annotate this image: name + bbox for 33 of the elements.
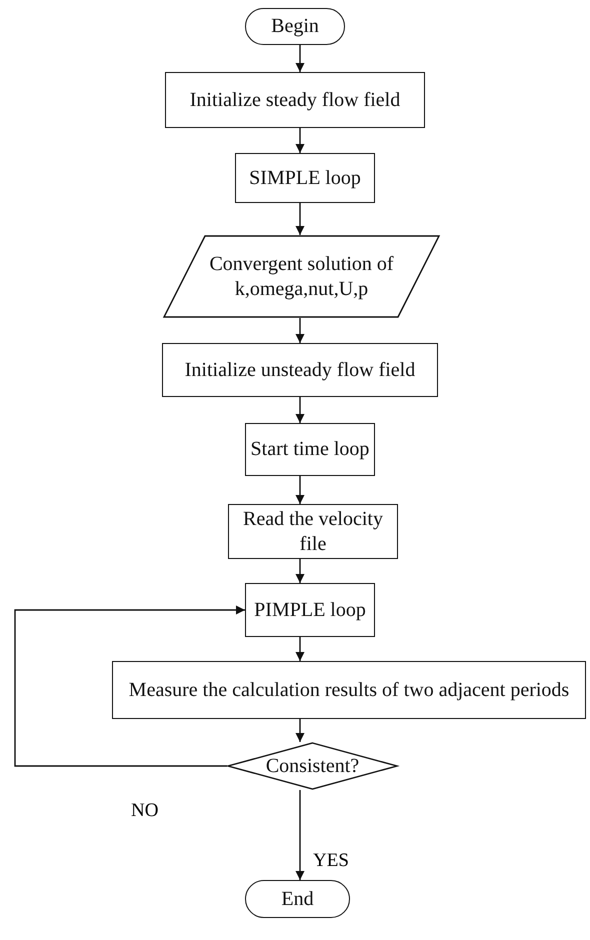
node-label: Initialize steady flow field: [190, 88, 400, 112]
process-box: [245, 423, 375, 476]
process-box: [245, 583, 375, 637]
arrow: [296, 719, 304, 742]
arrow: [296, 397, 304, 423]
node-label: Read the velocity file: [242, 506, 384, 556]
process-box: [162, 343, 438, 397]
process-box: [112, 661, 586, 719]
node-label: PIMPLE loop: [254, 598, 366, 622]
node-label: Measure the calculation results of two adjacent periods: [128, 678, 570, 702]
node-label: Initialize unsteady flow field: [184, 358, 416, 382]
node-label: Convergent solution of k,omega,nut,U,p: [208, 252, 395, 302]
node-label: Begin: [271, 14, 319, 39]
arrow: [296, 318, 304, 343]
arrow: [296, 637, 304, 661]
end-terminal: [245, 880, 350, 918]
arrow: [296, 476, 304, 504]
arrow: [296, 790, 304, 880]
arrow: [14, 606, 245, 767]
decision-diamond: [227, 742, 398, 790]
process-box: [235, 153, 375, 203]
arrow: [296, 203, 304, 235]
node-label: Consistent?: [266, 754, 360, 778]
node-label: End: [281, 886, 314, 912]
node-label: Start time loop: [250, 437, 370, 462]
process-box: [165, 72, 425, 128]
arrow: [296, 45, 304, 72]
start-terminal: [245, 8, 345, 45]
process-box: [228, 504, 398, 559]
arrow: [296, 559, 304, 583]
data-parallelogram: [163, 235, 440, 318]
node-label: SIMPLE loop: [249, 166, 361, 190]
arrow: [296, 128, 304, 153]
